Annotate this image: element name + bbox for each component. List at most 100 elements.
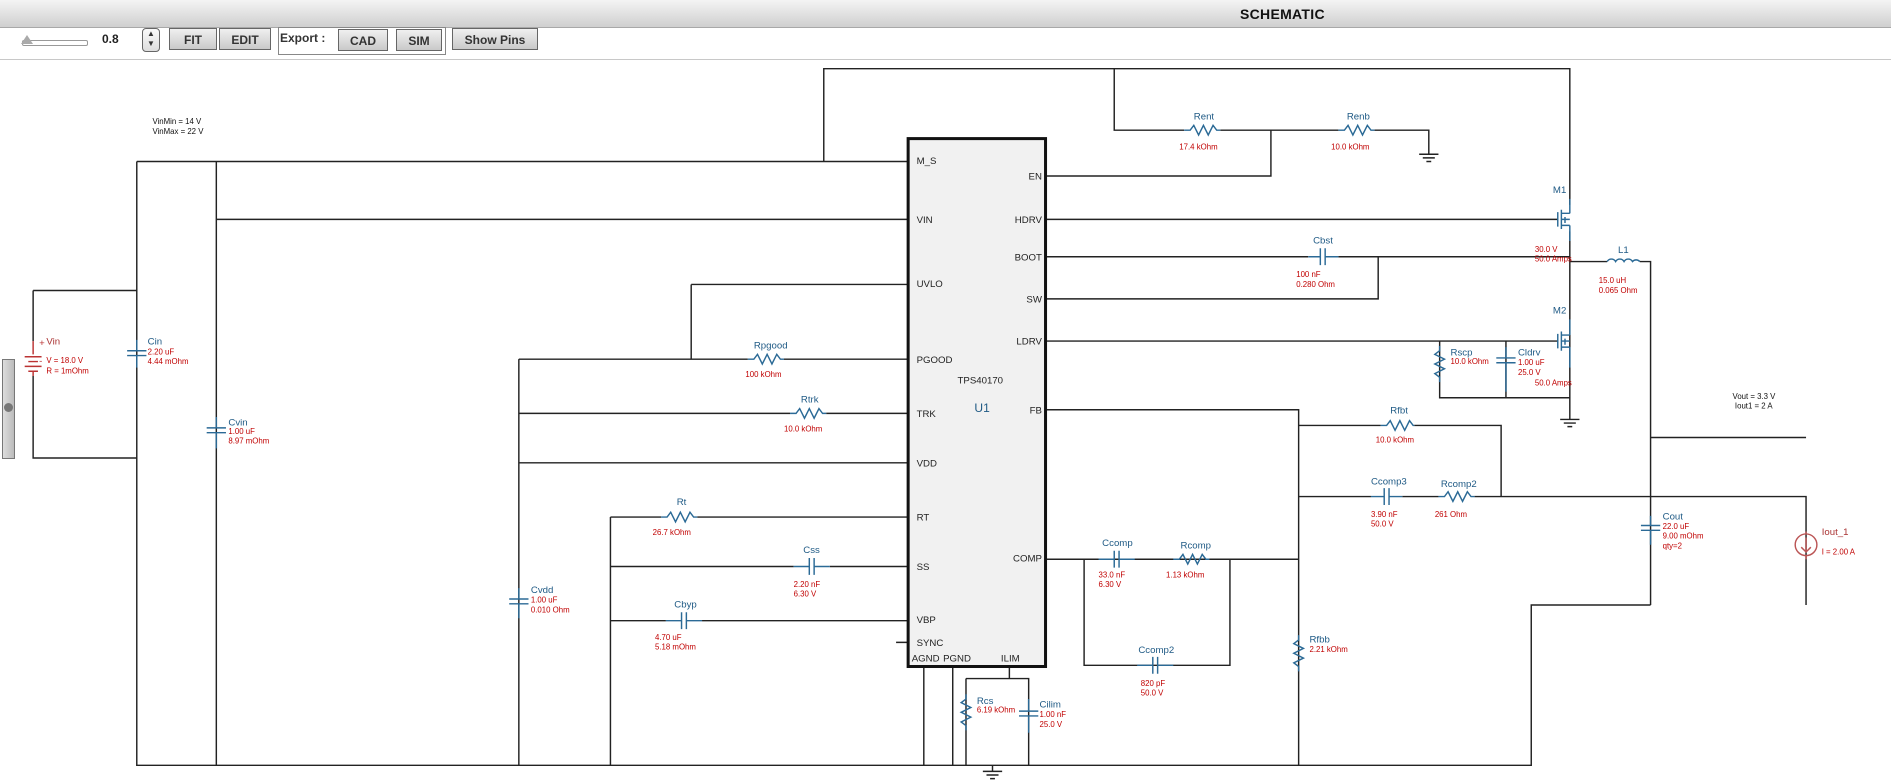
res-rtrk[interactable]: Rtrk 10.0 kOhm (784, 395, 827, 434)
svg-text:1.00 uF: 1.00 uF (531, 596, 558, 605)
mosfet-m1[interactable]: M1 30.0 V 50.0 Amps (1535, 185, 1572, 264)
res-rcs[interactable]: Rcs 6.19 kOhm (959, 694, 1015, 731)
cap-ccomp[interactable]: Ccomp 33.0 nF 6.30 V (1098, 538, 1135, 589)
svg-text:V = 18.0 V: V = 18.0 V (46, 356, 84, 365)
res-rt[interactable]: Rt 26.7 kOhm (653, 497, 698, 537)
res-rfbt[interactable]: Rfbt 10.0 kOhm (1376, 405, 1415, 444)
capacitor-icon (665, 612, 703, 630)
note-vinmax: VinMax = 22 V (152, 127, 204, 136)
svg-text:Iout_1: Iout_1 (1822, 527, 1849, 538)
cap-cvdd[interactable]: Cvdd 1.00 uF 0.010 Ohm (509, 585, 570, 619)
resistor-icon (1173, 552, 1210, 566)
battery-icon (24, 341, 42, 377)
cap-cbst[interactable]: Cbst 100 nF 0.280 Ohm (1296, 235, 1339, 289)
res-rcomp2[interactable]: Rcomp2 261 Ohm (1435, 479, 1477, 519)
svg-text:Cvdd: Cvdd (531, 585, 553, 596)
show-pins-button[interactable]: Show Pins (452, 28, 538, 50)
mosfet-m2[interactable]: M2 50.0 Amps (1535, 305, 1572, 387)
pin-comp: COMP (1013, 554, 1042, 565)
cap-ccomp3[interactable]: Ccomp3 3.90 nF 50.0 V (1371, 477, 1407, 529)
cap-cldrv[interactable]: Cldrv 1.00 uF 25.0 V (1496, 347, 1545, 392)
res-rent[interactable]: Rent 17.4 kOhm (1179, 111, 1221, 151)
zoom-spinner[interactable]: ▲▼ (142, 28, 160, 52)
ground-icon (982, 765, 1003, 780)
svg-text:Vin: Vin (46, 337, 60, 348)
fit-button[interactable]: FIT (169, 28, 217, 50)
capacitor-icon (1308, 248, 1339, 266)
cap-cout[interactable]: Cout 22.0 uF 9.00 mOhm qty=2 (1640, 511, 1704, 550)
pin-rt: RT (917, 513, 930, 524)
current-source-icon (1794, 533, 1818, 557)
cap-cbyp[interactable]: Cbyp 4.70 uF 5.18 mOhm (655, 599, 703, 652)
svg-text:0.065 Ohm: 0.065 Ohm (1599, 286, 1638, 295)
svg-text:10.0 kOhm: 10.0 kOhm (1331, 142, 1369, 151)
edit-button[interactable]: EDIT (219, 28, 271, 50)
pin-vin: VIN (917, 215, 933, 226)
pin-boot: BOOT (1015, 252, 1042, 263)
svg-text:Cout: Cout (1663, 511, 1684, 522)
svg-text:Rcs: Rcs (977, 696, 994, 707)
pin-sw: SW (1026, 295, 1042, 306)
svg-text:10.0 kOhm: 10.0 kOhm (1376, 435, 1414, 444)
side-panel-handle[interactable] (2, 359, 15, 459)
svg-text:Rfbb: Rfbb (1309, 634, 1329, 645)
svg-text:100 kOhm: 100 kOhm (745, 370, 781, 379)
resistor-icon (959, 694, 973, 731)
export-sim-button[interactable]: SIM (396, 29, 442, 51)
svg-text:Rfbt: Rfbt (1390, 405, 1408, 416)
cap-cvin[interactable]: Cvin 1.00 uF 8.97 mOhm (206, 417, 270, 449)
svg-text:Rt: Rt (677, 497, 687, 508)
cap-cilim[interactable]: Cilim 1.00 nF 25.0 V (1019, 699, 1066, 733)
spin-down-icon[interactable]: ▼ (147, 39, 155, 48)
cap-ccomp2[interactable]: Ccomp2 820 pF 50.0 V (1137, 645, 1174, 697)
pin-fb: FB (1030, 405, 1042, 416)
svg-text:Renb: Renb (1347, 111, 1370, 122)
resistor-icon (661, 510, 698, 524)
resistor-icon (1433, 345, 1447, 383)
slider-thumb[interactable] (21, 35, 33, 44)
svg-text:Rcomp2: Rcomp2 (1441, 479, 1477, 490)
export-label: Export : (280, 31, 326, 45)
pin-hdrv: HDRV (1015, 215, 1043, 226)
resistor-icon (790, 406, 827, 420)
pin-trk: TRK (917, 409, 937, 420)
res-rcomp[interactable]: Rcomp 1.13 kOhm (1166, 540, 1211, 579)
res-renb[interactable]: Renb 10.0 kOhm (1331, 111, 1375, 151)
svg-text:Rscp: Rscp (1450, 348, 1472, 359)
svg-text:17.4 kOhm: 17.4 kOhm (1179, 142, 1217, 151)
cap-cin[interactable]: Cin 2.20 uF 4.44 mOhm (127, 337, 189, 368)
res-rscp[interactable]: Rscp 10.0 kOhm (1433, 345, 1489, 383)
pin-ldrv: LDRV (1016, 337, 1042, 348)
svg-text:Cbyp: Cbyp (674, 599, 696, 610)
spin-up-icon[interactable]: ▲ (147, 29, 155, 38)
pin-pgnd: PGND (943, 654, 971, 665)
svg-text:Rpgood: Rpgood (754, 340, 788, 351)
svg-text:10.0 kOhm: 10.0 kOhm (1450, 357, 1488, 366)
current-source-iout[interactable]: Iout_1 I = 2.00 A (1794, 527, 1856, 560)
svg-text:Ccomp: Ccomp (1102, 538, 1133, 549)
cap-css[interactable]: Css 2.20 nF 6.30 V (793, 545, 830, 599)
svg-text:820 pF: 820 pF (1141, 679, 1166, 688)
source-vin[interactable]: + Vin - V = 18.0 V R = 1mOhm (24, 337, 89, 377)
svg-text:2.20 nF: 2.20 nF (794, 580, 821, 589)
res-rfbb[interactable]: Rfbb 2.21 kOhm (1292, 634, 1348, 672)
inductor-l1[interactable]: L1 15.0 uH 0.065 Ohm (1599, 245, 1641, 295)
export-cad-button[interactable]: CAD (338, 29, 388, 51)
toolbar: 0.8 ▲▼ FIT EDIT Export : CAD SIM Show Pi… (0, 27, 1891, 60)
svg-text:M1: M1 (1553, 185, 1566, 196)
expand-arrow-icon[interactable] (4, 403, 13, 412)
pin-uvlo: UVLO (917, 279, 944, 290)
arrow-down-icon (1800, 537, 1812, 554)
svg-text:50.0 Amps: 50.0 Amps (1535, 255, 1572, 264)
ground-icon (1560, 418, 1580, 428)
svg-text:30.0 V: 30.0 V (1535, 245, 1558, 254)
res-rpgood[interactable]: Rpgood 100 kOhm (745, 340, 787, 379)
pin-en: EN (1029, 172, 1042, 183)
svg-text:Cvin: Cvin (228, 417, 247, 428)
svg-text:4.70 uF: 4.70 uF (655, 633, 682, 642)
zoom-slider[interactable] (21, 35, 88, 46)
svg-text:-: - (39, 356, 42, 367)
resistor-icon (747, 352, 784, 366)
ic-u1[interactable]: TPS40170 U1 M_S VIN UVLO PGOOD TRK VDD R… (906, 137, 1048, 669)
